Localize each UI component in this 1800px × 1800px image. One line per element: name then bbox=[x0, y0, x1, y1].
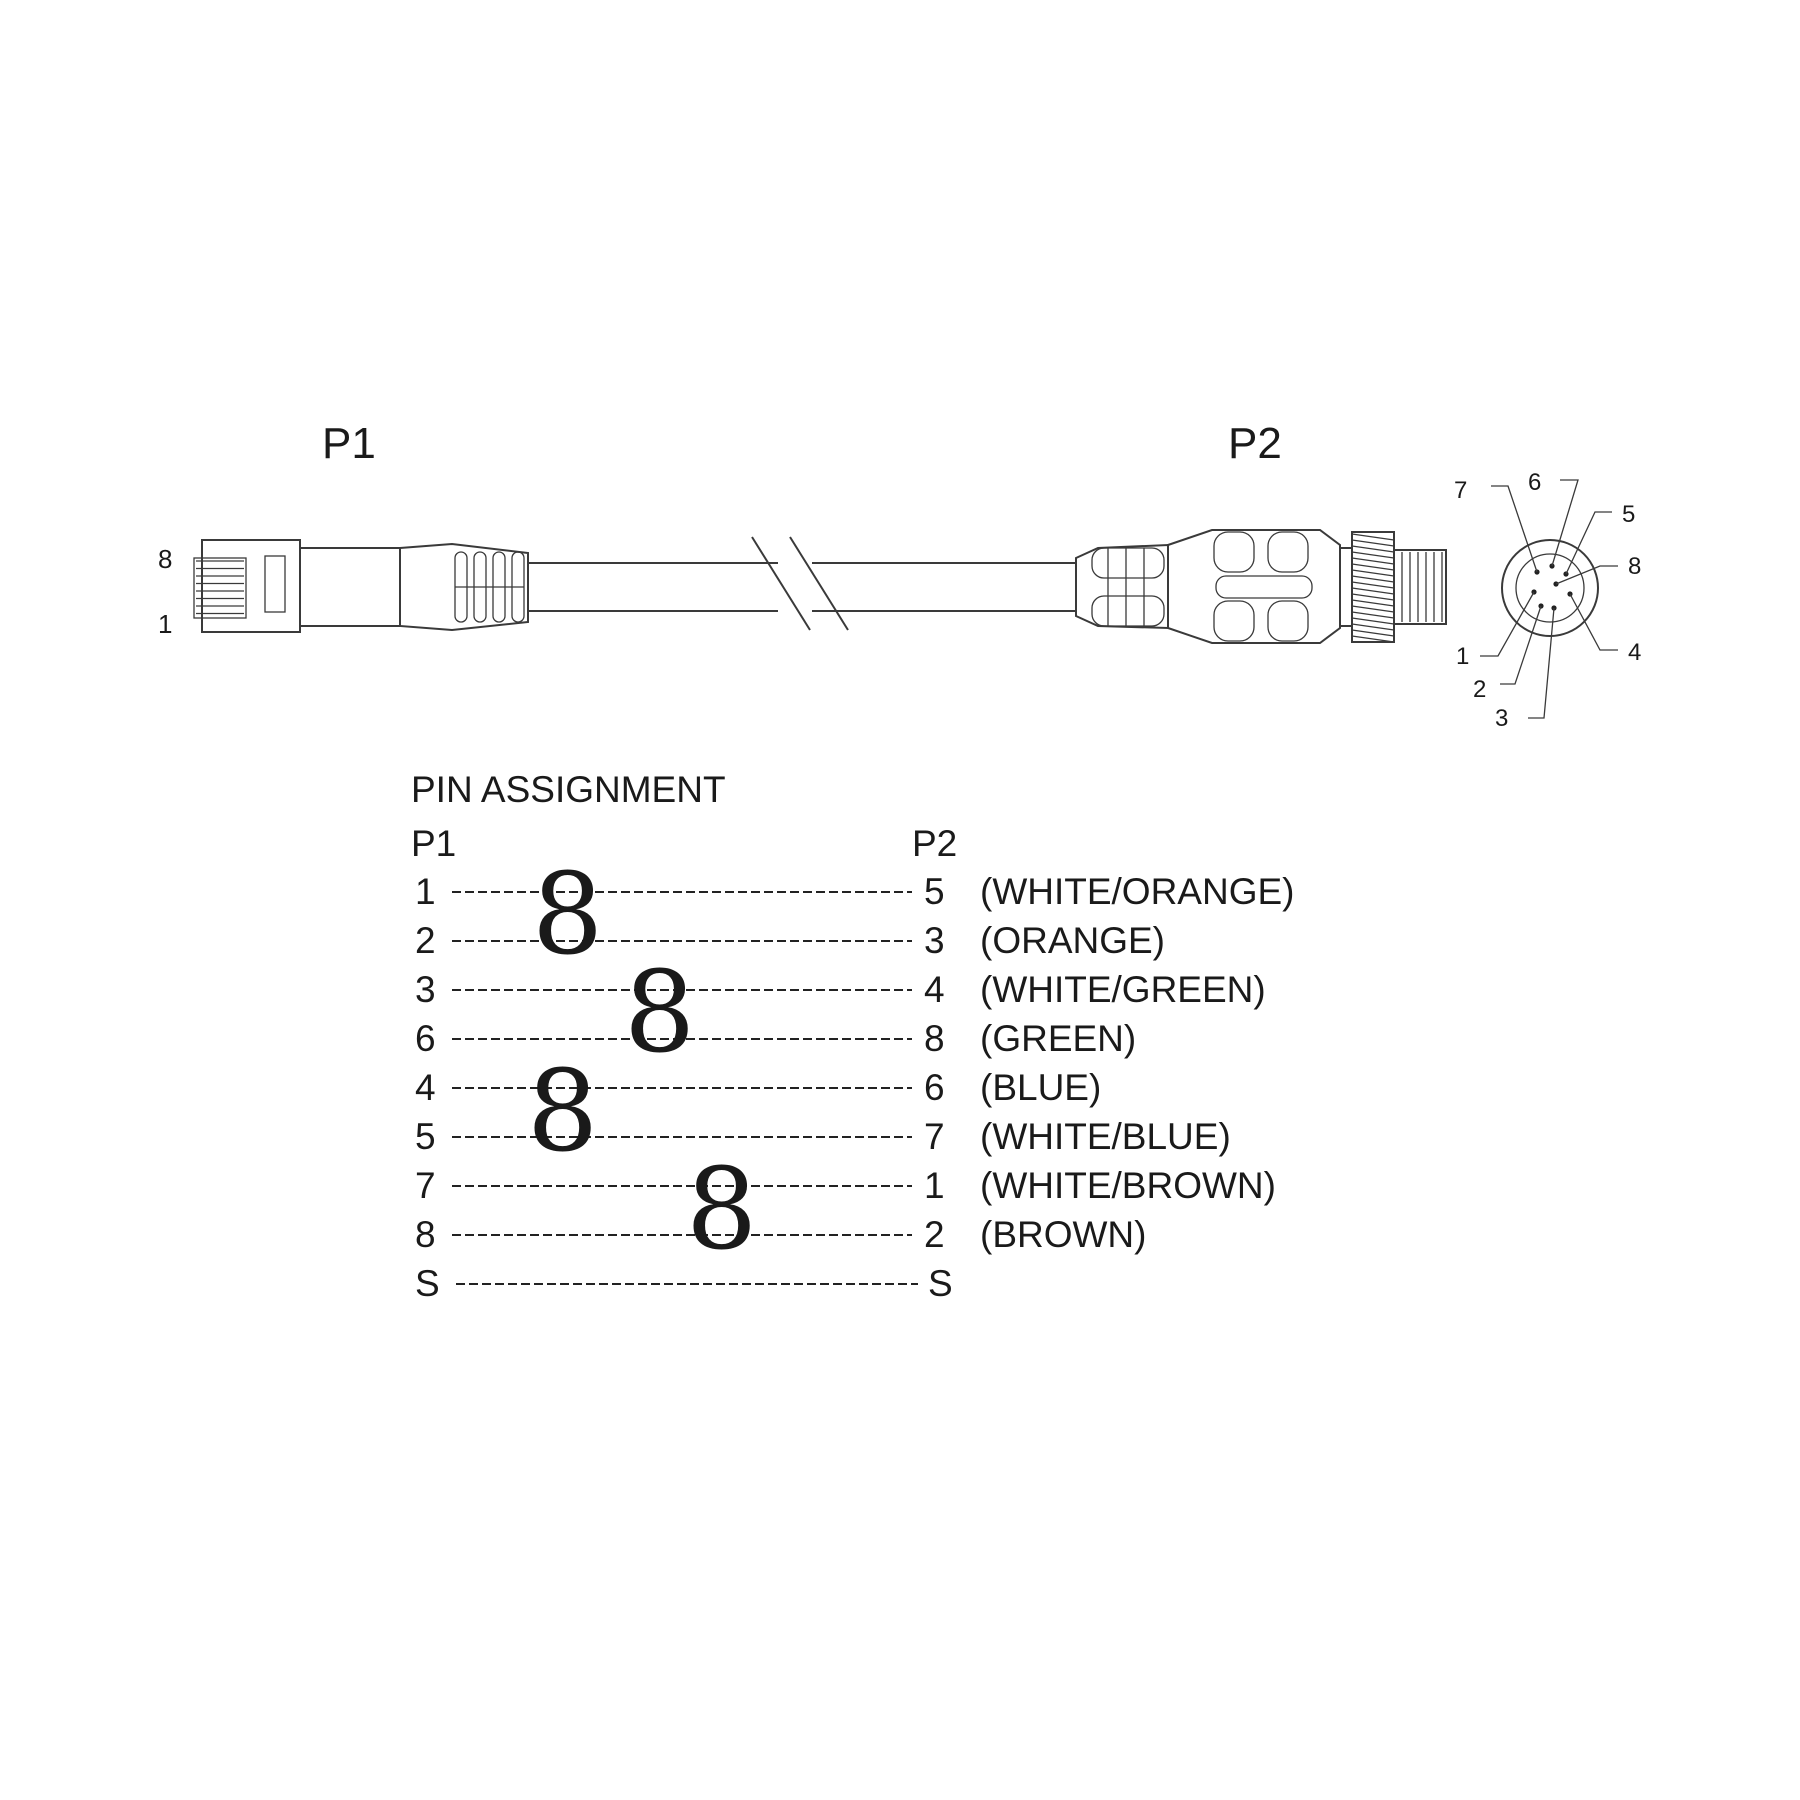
pin-row-p2: 6 bbox=[924, 1067, 945, 1108]
pin-row-wire-color: (BLUE) bbox=[980, 1067, 1101, 1108]
pin-row: 6 8 (GREEN) bbox=[415, 1018, 1136, 1059]
pin-row: 8 2 (BROWN) bbox=[415, 1214, 1146, 1255]
pin-row: 4 6 (BLUE) bbox=[415, 1067, 1101, 1108]
pin-row-wire-color: (WHITE/ORANGE) bbox=[980, 871, 1294, 912]
p2-face-pin-6: 6 bbox=[1528, 469, 1541, 496]
p2-face-pin-8: 8 bbox=[1628, 553, 1641, 580]
pin-row-p1: 1 bbox=[415, 871, 436, 912]
twist-symbol: 8 bbox=[686, 1145, 757, 1275]
p2-m12-connector bbox=[1075, 529, 1447, 644]
pin-row-p2: 8 bbox=[924, 1018, 945, 1059]
p1-rj45-connector: 8 1 bbox=[158, 539, 401, 639]
pin-row-p1: 7 bbox=[415, 1165, 436, 1206]
p2-face-pin-1: 1 bbox=[1456, 643, 1469, 670]
p1-pin-bottom-label: 1 bbox=[158, 609, 172, 639]
pin-row: 5 7 (WHITE/BLUE) bbox=[415, 1116, 1231, 1157]
pin-row: 7 1 (WHITE/BROWN) bbox=[415, 1165, 1276, 1206]
twist-symbol: 8 bbox=[527, 1047, 598, 1177]
pin-table-col-p2: P2 bbox=[912, 823, 957, 864]
p1-boot bbox=[399, 542, 529, 632]
p2-face-view: 7 6 5 8 1 4 2 3 bbox=[1454, 469, 1641, 732]
p2-face-pin-2: 2 bbox=[1473, 676, 1486, 703]
pin-row-p2: 3 bbox=[924, 920, 945, 961]
p2-face-pin-5: 5 bbox=[1622, 501, 1635, 528]
p2-label: P2 bbox=[1228, 419, 1282, 468]
p2-face-pin-7: 7 bbox=[1454, 477, 1467, 504]
pin-row-wire-color: (GREEN) bbox=[980, 1018, 1136, 1059]
pin-row-p1: 6 bbox=[415, 1018, 436, 1059]
pin-row-p2: 7 bbox=[924, 1116, 945, 1157]
pin-row-wire-color: (BROWN) bbox=[980, 1214, 1146, 1255]
pin-row: 1 5 (WHITE/ORANGE) bbox=[415, 871, 1294, 912]
pin-row-p2: S bbox=[928, 1263, 953, 1304]
twist-symbol: 8 bbox=[624, 948, 695, 1078]
pin-row-p1: 8 bbox=[415, 1214, 436, 1255]
pin-row-wire-color: (WHITE/GREEN) bbox=[980, 969, 1266, 1010]
pin-row-p1: 4 bbox=[415, 1067, 436, 1108]
pin-row-p2: 2 bbox=[924, 1214, 945, 1255]
pin-assignment-table: PIN ASSIGNMENT P1 P2 1 5 (WHITE/ORANGE) 2 3 (… bbox=[411, 769, 1294, 1304]
p1-label: P1 bbox=[322, 419, 376, 468]
pin-row: 2 3 (ORANGE) bbox=[415, 920, 1165, 961]
pin-row-p2: 1 bbox=[924, 1165, 945, 1206]
pin-row: 3 4 (WHITE/GREEN) bbox=[415, 969, 1266, 1010]
pin-row-wire-color: (ORANGE) bbox=[980, 920, 1165, 961]
p2-face-pin-4: 4 bbox=[1628, 639, 1641, 666]
twist-symbol: 8 bbox=[532, 850, 603, 980]
pin-row-p2: 4 bbox=[924, 969, 945, 1010]
pin-row-p1: 3 bbox=[415, 969, 436, 1010]
pin-row-p1: 5 bbox=[415, 1116, 436, 1157]
pin-table-col-p1: P1 bbox=[411, 823, 456, 864]
pin-row-wire-color: (WHITE/BLUE) bbox=[980, 1116, 1231, 1157]
pin-table-title: PIN ASSIGNMENT bbox=[411, 769, 726, 810]
cable bbox=[528, 536, 1076, 631]
pin-row-p2: 5 bbox=[924, 871, 945, 912]
p2-face-pin-3: 3 bbox=[1495, 705, 1508, 732]
pin-row-p1: 2 bbox=[415, 920, 436, 961]
p1-pin-top-label: 8 bbox=[158, 544, 172, 574]
pin-row-wire-color: (WHITE/BROWN) bbox=[980, 1165, 1276, 1206]
pin-row-p1: S bbox=[415, 1263, 440, 1304]
